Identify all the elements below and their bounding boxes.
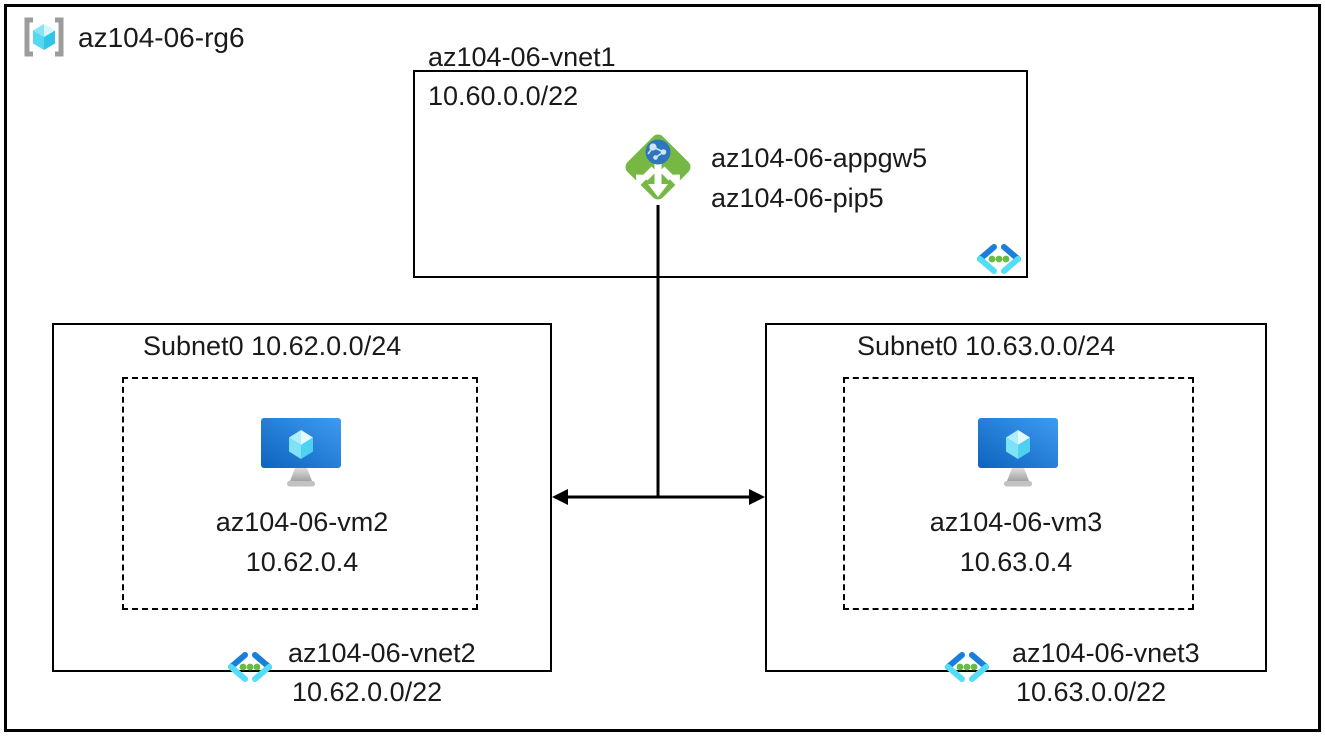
subnet-left-box bbox=[52, 323, 552, 672]
vnet1-cidr: 10.60.0.0/22 bbox=[428, 81, 579, 111]
vm-right-name: az104-06-vm3 bbox=[929, 507, 1103, 537]
virtual-network-icon bbox=[945, 652, 989, 682]
application-gateway-icon bbox=[625, 134, 691, 200]
vm-right-ip: 10.63.0.4 bbox=[959, 547, 1073, 577]
subnet-right-title: Subnet0 10.63.0.0/24 bbox=[857, 331, 1116, 361]
virtual-network-icon bbox=[977, 244, 1021, 274]
vnet3-cidr: 10.63.0.0/22 bbox=[1016, 677, 1167, 707]
subnet-left-inner-dashed-box bbox=[122, 377, 478, 610]
subnet-left-title: Subnet0 10.62.0.0/24 bbox=[143, 331, 402, 361]
vm-left-name: az104-06-vm2 bbox=[215, 507, 389, 537]
vnet2-cidr: 10.62.0.0/22 bbox=[292, 677, 443, 707]
subnet-right-box bbox=[765, 323, 1267, 672]
appgw-name: az104-06-appgw5 bbox=[711, 143, 928, 173]
vnet2-name: az104-06-vnet2 bbox=[288, 638, 476, 668]
resource-group-label: az104-06-rg6 bbox=[78, 22, 245, 53]
virtual-network-icon bbox=[228, 652, 272, 682]
resource-group-boundary bbox=[4, 4, 1321, 732]
vnet1-box bbox=[413, 70, 1028, 278]
vm-left-ip: 10.62.0.4 bbox=[245, 547, 359, 577]
appgw-pip: az104-06-pip5 bbox=[711, 183, 884, 213]
subnet-right-inner-dashed-box bbox=[843, 377, 1194, 610]
virtual-machine-icon bbox=[978, 418, 1058, 487]
vnet1-name: az104-06-vnet1 bbox=[428, 42, 616, 72]
vnet3-name: az104-06-vnet3 bbox=[1012, 638, 1200, 668]
virtual-machine-icon bbox=[261, 418, 341, 487]
resource-group-icon bbox=[24, 17, 64, 57]
